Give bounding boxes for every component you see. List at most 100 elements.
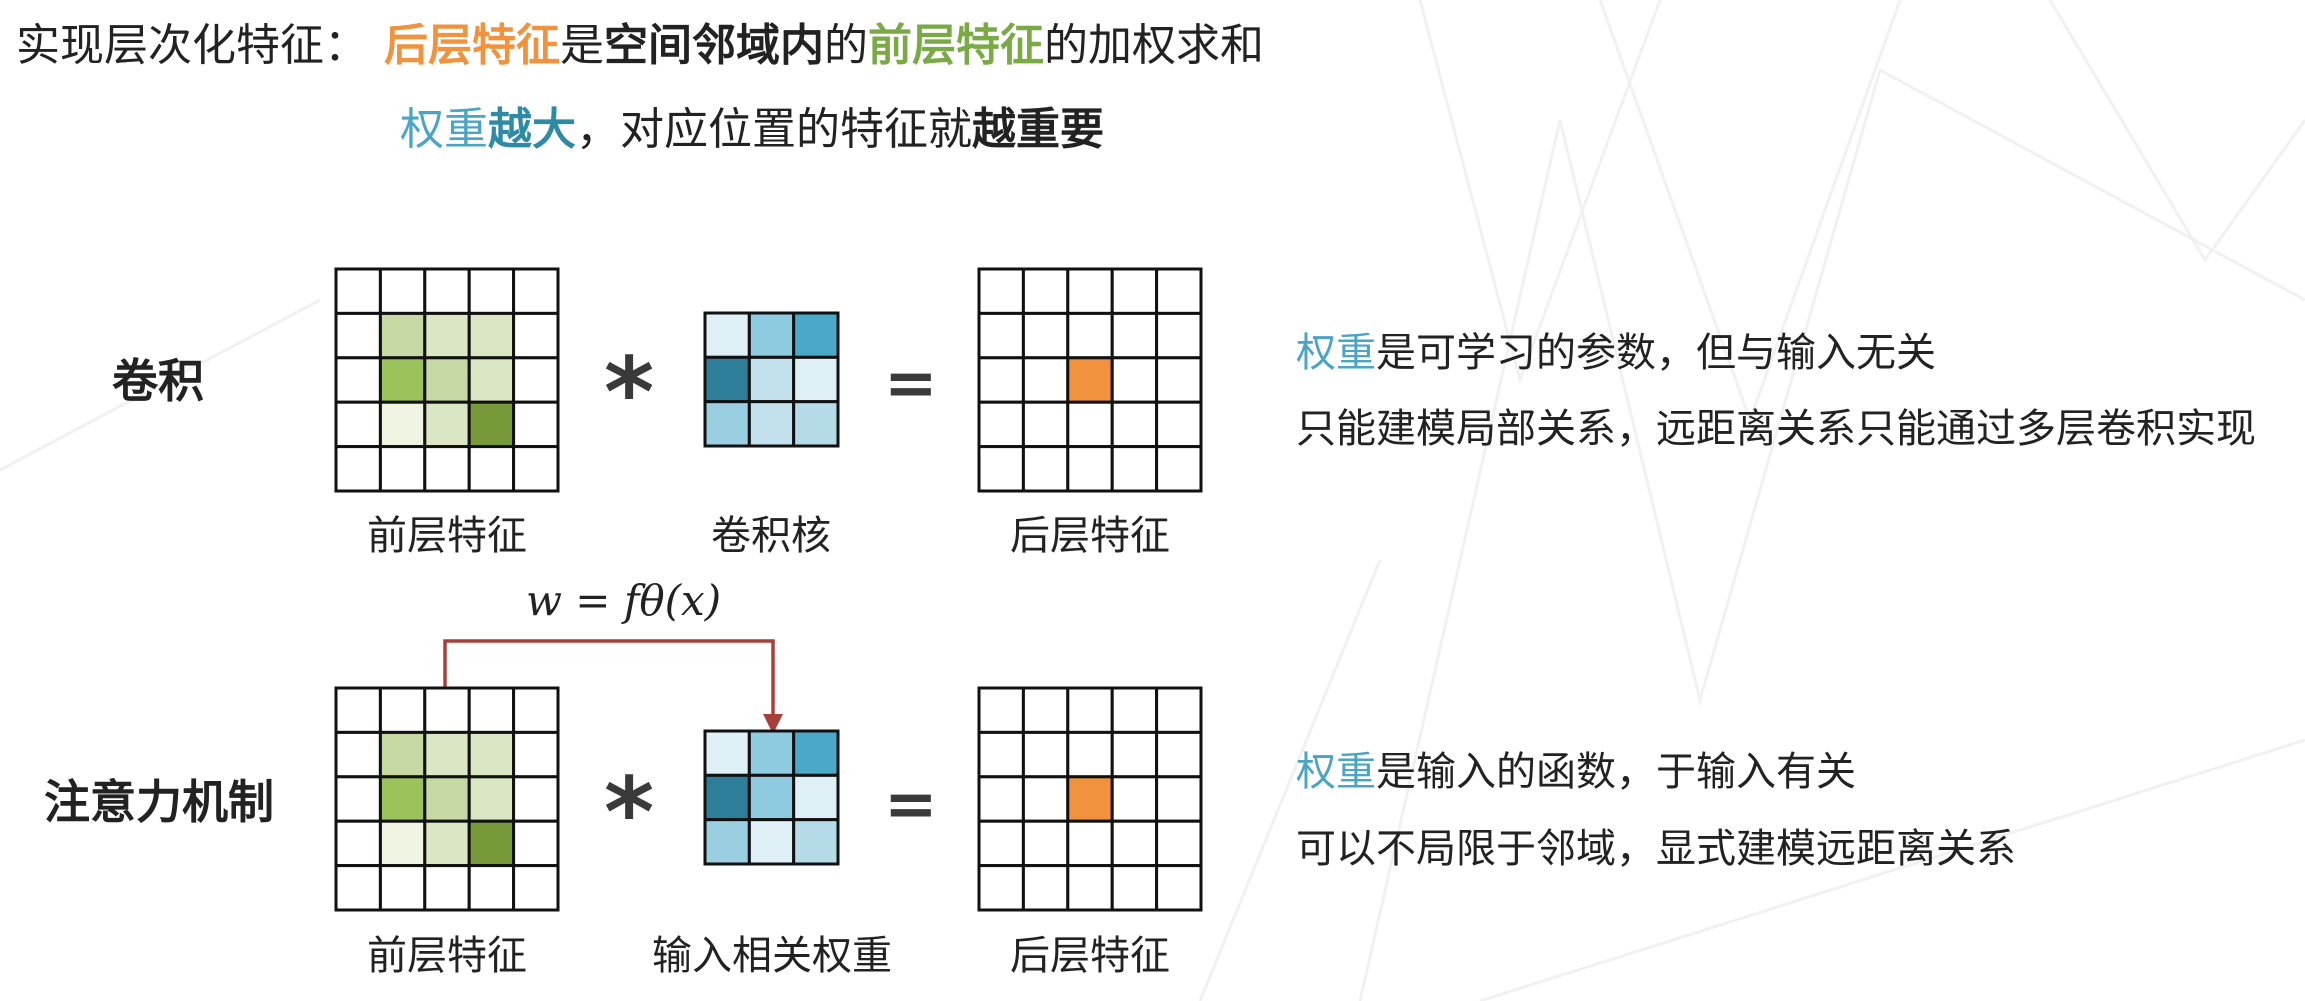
conv-output-caption: 后层特征: [1010, 513, 1170, 559]
grid-cell: [512, 445, 560, 493]
grid-cell: [423, 819, 471, 868]
attention-desc-function: 是输入的函数，于输入有关: [1376, 749, 1856, 795]
grid-cell: [1021, 686, 1070, 734]
grid-cell: [1021, 775, 1070, 823]
grid-cell: [423, 311, 471, 360]
grid-cell: [977, 775, 1025, 823]
heading-line-1: 实现层次化特征：后层特征是空间邻域内的前层特征的加权求和: [16, 24, 1264, 68]
grid-cell: [1110, 686, 1159, 734]
conv-desc-learnable: 是可学习的参数，但与输入无关: [1376, 330, 1936, 376]
grid-cell: [1066, 267, 1114, 315]
grid-cell: [747, 818, 796, 866]
grid-cell: [703, 355, 751, 404]
grid-cell: [467, 400, 516, 449]
attention-input-caption: 前层特征: [367, 933, 527, 979]
grid-cell: [977, 445, 1025, 493]
formula: w = fθ(x): [526, 580, 721, 622]
grid-cell: [792, 818, 840, 866]
grid-cell: [977, 730, 1025, 779]
grid-cell: [1021, 400, 1070, 449]
grid-cell: [792, 729, 840, 777]
grid-cell: [423, 730, 471, 779]
grid-cell: [378, 686, 427, 734]
grid-cell: [467, 686, 516, 734]
grid-cell: [334, 864, 382, 912]
heading-de: 的: [824, 20, 868, 71]
grid-cell: [1021, 267, 1070, 315]
grid-cell: [512, 819, 560, 868]
grid-cell: [1110, 267, 1159, 315]
grid-cell: [423, 686, 471, 734]
grid-cell: [467, 356, 516, 404]
grid-cell: [1066, 730, 1114, 779]
grid-cell: [378, 445, 427, 493]
grid-cell: [334, 775, 382, 823]
grid-cell: [977, 819, 1025, 868]
grid-cell: [378, 819, 427, 868]
attention-input-grid: [334, 686, 560, 912]
grid-cell: [1110, 864, 1159, 912]
grid-cell: [467, 864, 516, 912]
grid-cell: [747, 773, 796, 822]
grid-cell: [977, 400, 1025, 449]
grid-cell: [1155, 686, 1203, 734]
grid-cell: [334, 267, 382, 315]
conv-input-grid: [334, 267, 560, 493]
grid-cell: [378, 730, 427, 779]
grid-cell: [1155, 445, 1203, 493]
grid-cell: [512, 775, 560, 823]
grid-cell: [1021, 356, 1070, 404]
grid-cell: [747, 400, 796, 448]
grid-cell: [1110, 400, 1159, 449]
conv-input-caption: 前层特征: [367, 513, 527, 559]
grid-cell: [378, 775, 427, 823]
grid-cell: [512, 686, 560, 734]
attention-output-caption: 后层特征: [1010, 933, 1170, 979]
conv-star-operator: *: [604, 337, 655, 449]
conv-row-label: 卷积: [112, 354, 204, 408]
grid-cell: [423, 445, 471, 493]
grid-cell: [1066, 445, 1114, 493]
grid-cell: [1066, 864, 1114, 912]
grid-cell: [1110, 819, 1159, 868]
grid-cell: [1155, 864, 1203, 912]
formula-text: w = fθ(x): [526, 576, 722, 625]
conv-output-grid: [977, 267, 1203, 493]
grid-cell: [423, 400, 471, 449]
conv-equals-operator: =: [884, 347, 938, 421]
grid-cell: [423, 864, 471, 912]
grid-cell: [1066, 686, 1114, 734]
grid-cell: [1155, 356, 1203, 404]
attention-kernel-grid: [703, 729, 840, 866]
grid-cell: [792, 773, 840, 822]
grid-cell: [1155, 400, 1203, 449]
grid-cell: [1021, 819, 1070, 868]
grid-cell: [747, 311, 796, 359]
grid-cell: [1155, 775, 1203, 823]
attention-kernel-caption: 输入相关权重: [652, 933, 892, 979]
grid-cell: [1110, 311, 1159, 360]
grid-cell: [467, 311, 516, 360]
grid-cell: [1110, 445, 1159, 493]
grid-cell: [467, 819, 516, 868]
grid-cell: [1110, 730, 1159, 779]
heading-later-features: 后层特征: [384, 20, 560, 71]
grid-cell: [703, 773, 751, 822]
grid-cell: [1021, 730, 1070, 779]
grid-cell: [1066, 775, 1114, 823]
heading-line-2: 权重越大，对应位置的特征就越重要: [400, 108, 1104, 152]
grid-cell: [977, 686, 1025, 734]
grid-cell: [1155, 267, 1203, 315]
attention-desc-weight: 权重: [1296, 749, 1376, 795]
grid-cell: [792, 311, 840, 359]
conv-kernel-grid: [703, 311, 840, 448]
heading-is: 是: [560, 20, 604, 71]
heading-weighted-sum: 的加权求和: [1044, 20, 1264, 71]
grid-cell: [378, 267, 427, 315]
grid-cell: [334, 730, 382, 779]
conv-kernel-caption: 卷积核: [711, 513, 831, 559]
grid-cell: [1155, 730, 1203, 779]
grid-cell: [512, 864, 560, 912]
grid-cell: [512, 267, 560, 315]
